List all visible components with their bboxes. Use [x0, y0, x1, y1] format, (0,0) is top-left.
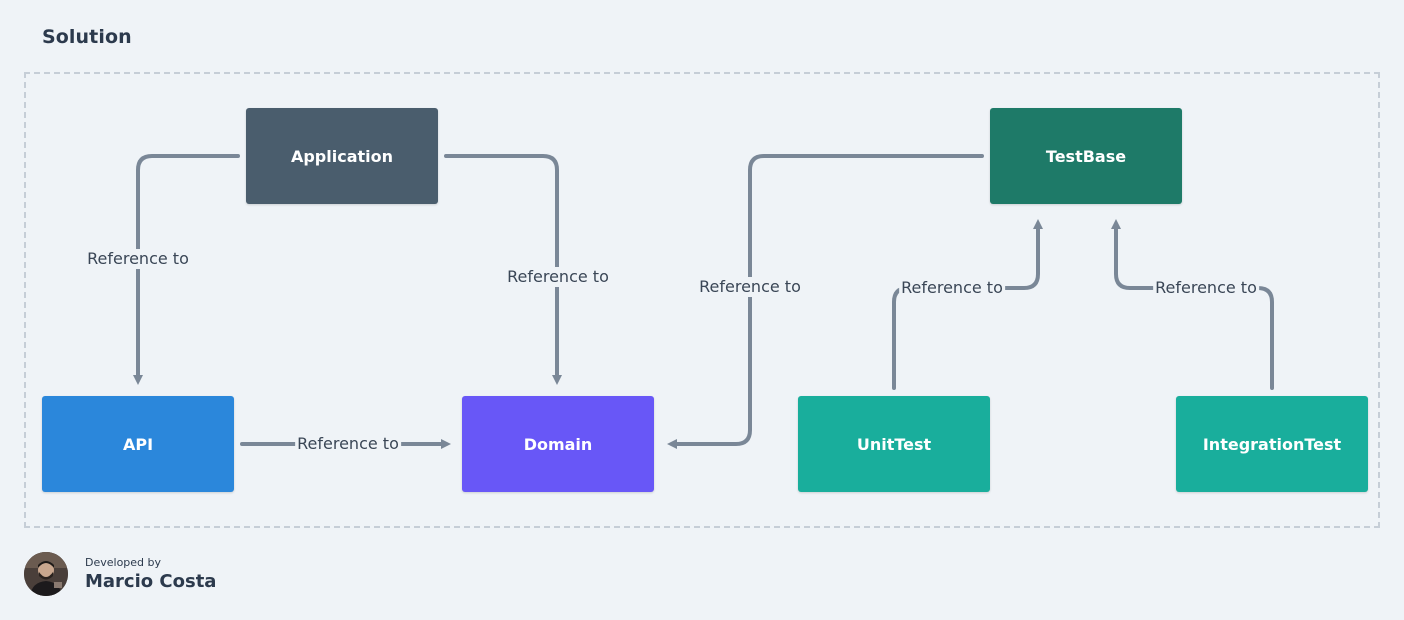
edge-label-integrationtest-testbase: Reference to	[1153, 278, 1259, 298]
node-unittest[interactable]: UnitTest	[798, 396, 990, 492]
developer-avatar[interactable]	[24, 552, 68, 596]
solution-boundary	[24, 72, 1380, 528]
node-application-label: Application	[290, 146, 394, 166]
edge-label-testbase-domain: Reference to	[697, 277, 803, 297]
edge-testbase-domain	[667, 154, 984, 449]
developer-name: Marcio Costa	[85, 571, 217, 592]
edge-label-unittest-testbase: Reference to	[899, 278, 1005, 298]
developed-by-label: Developed by	[85, 556, 162, 569]
node-application[interactable]: Application	[246, 108, 438, 204]
node-domain-label: Domain	[523, 434, 593, 454]
node-integrationtest-label: IntegrationTest	[1202, 434, 1342, 454]
node-api[interactable]: API	[42, 396, 234, 492]
edge-application-domain	[444, 154, 562, 385]
avatar-photo-icon	[24, 552, 68, 596]
edge-label-application-domain: Reference to	[505, 267, 611, 287]
diagram-title: Solution	[42, 26, 132, 48]
node-integrationtest[interactable]: IntegrationTest	[1176, 396, 1368, 492]
node-unittest-label: UnitTest	[856, 434, 932, 454]
edge-application-api	[133, 154, 240, 385]
edge-label-application-api: Reference to	[85, 249, 191, 269]
edge-unittest-testbase	[892, 219, 1043, 390]
node-domain[interactable]: Domain	[462, 396, 654, 492]
node-testbase-label: TestBase	[1045, 146, 1127, 166]
edge-integrationtest-testbase	[1111, 219, 1274, 390]
edge-label-api-domain: Reference to	[295, 434, 401, 454]
node-api-label: API	[122, 434, 154, 454]
developer-credit: Developed by Marcio Costa	[24, 552, 216, 596]
node-testbase[interactable]: TestBase	[990, 108, 1182, 204]
